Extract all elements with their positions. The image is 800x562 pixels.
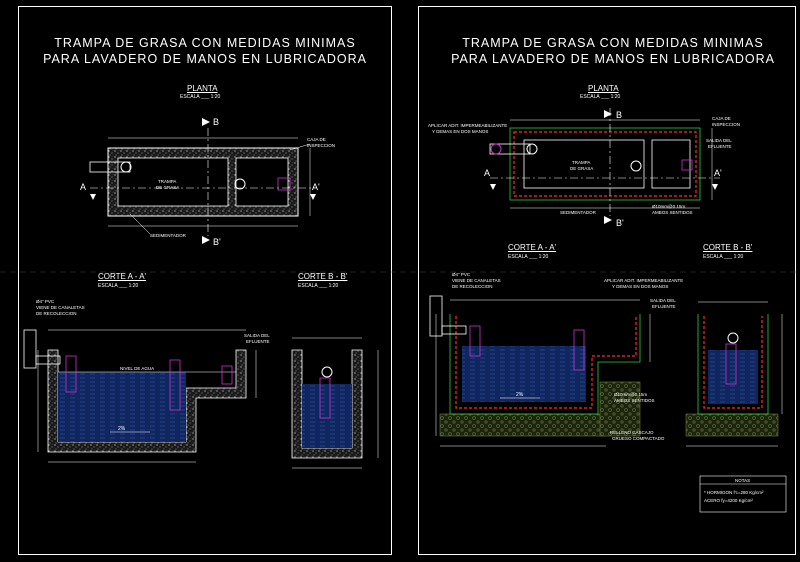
left-title-line1: TRAMPA DE GRASA CON MEDIDAS MINIMAS <box>54 36 356 50</box>
left-plan-mark-a-prime: A' <box>312 182 320 192</box>
right-section-a-note-pvc-1: Ø4" PVC <box>452 272 471 277</box>
left-section-a-note-slope: 2% <box>118 426 126 432</box>
right-section-imper-1: APLICAR ADIT. IMPERMEABILIZANTE <box>604 278 683 283</box>
right-plan-mark-b-prime: B' <box>616 218 624 228</box>
left-section-a-note-pvc-1: Ø4" PVC <box>36 299 55 304</box>
left-plan-note-sedimentador: SEDIMENTADOR <box>150 233 187 238</box>
right-section-a-view <box>429 295 651 447</box>
right-plan-note-sedimentador: SEDIMENTADOR <box>560 210 597 215</box>
right-plan-note-trampa-2: DE GRASA <box>570 166 593 171</box>
right-section-salida-1: SALIDA DEL <box>650 298 676 303</box>
right-section-a-scale: ESCALA ___ 1:20 <box>508 254 549 260</box>
right-section-a-note-pvc-2: VIENE DE CANALETAS <box>452 278 501 283</box>
left-section-a-scale: ESCALA ___ 1:20 <box>98 283 139 289</box>
right-section-a-note-relleno-1: RELLENO CASCAJO <box>610 430 654 435</box>
left-plan-note-caja-1: CAJA DE <box>307 137 326 142</box>
left-plan-note-trampa-2: DE GRASA <box>156 185 179 190</box>
right-plan-note-caja-1: CAJA DE <box>712 116 731 121</box>
right-plan-note-rebar-1: Ø10mm@0.15m <box>652 204 685 209</box>
right-sheet <box>418 6 796 555</box>
left-section-a-view <box>23 329 257 463</box>
left-section-a-note-pvc-2: VIENE DE CANALETAS <box>36 305 85 310</box>
right-section-a-label: CORTE A - A' <box>508 243 557 252</box>
left-plan-mark-a: A <box>80 182 86 192</box>
left-section-a-note-salida-2: EFLUENTE <box>246 339 270 344</box>
left-plan-note-trampa-1: TRAMPA <box>158 179 176 184</box>
left-section-a-note-nivel: NIVEL DE AGUA <box>120 366 154 371</box>
left-section-a-note-pvc-3: DE RECOLECCION <box>36 311 77 316</box>
right-plan-note-imper-1: APLICAR ADIT. IMPERMEABILIZANTE <box>428 123 507 128</box>
left-section-a-note-salida-1: SALIDA DEL <box>244 333 270 338</box>
right-section-a-note-slope: 2% <box>516 392 524 398</box>
right-plan-mark-a: A <box>484 168 490 178</box>
left-plan-mark-b-prime: B' <box>213 237 221 247</box>
left-sheet <box>18 6 392 555</box>
notes-line1: * HORMIGON f'c=280 Kg/cm² <box>704 490 764 495</box>
left-plan-mark-b: B <box>213 117 219 127</box>
right-title-line2: PARA LAVADERO DE MANOS EN LUBRICADORA <box>451 52 775 66</box>
left-title-line2: PARA LAVADERO DE MANOS EN LUBRICADORA <box>43 52 367 66</box>
left-plan-view <box>89 118 316 244</box>
left-section-b-label: CORTE B - B' <box>298 272 348 281</box>
left-plan-scale: ESCALA ___ 1:20 <box>180 94 221 100</box>
right-plan-mark-b: B <box>616 110 622 120</box>
right-section-a-note-rebar-2: AMBOS SENTIDOS <box>614 398 655 403</box>
right-section-a-note-relleno-2: GRUESO COMPACTADO <box>612 436 665 441</box>
right-plan-view <box>489 108 720 224</box>
right-section-a-note-pvc-3: DE RECOLECCION <box>452 284 493 289</box>
right-section-salida-2: EFLUENTE <box>652 304 676 309</box>
right-plan-note-caja-2: INSPECCION <box>712 122 740 127</box>
right-plan-scale: ESCALA ___ 1:20 <box>580 94 621 100</box>
right-section-b-scale: ESCALA ___ 1:20 <box>703 254 744 260</box>
left-plan-note-caja-2: INSPECCION <box>307 143 335 148</box>
right-plan-note-imper-2: Y DEMAS EN DOS MANOS <box>432 129 488 134</box>
notes-line2: ACERO fy=4200 Kg/cm² <box>704 498 753 503</box>
right-plan-note-salida-1: SALIDA DEL <box>706 138 732 143</box>
left-section-b-view <box>291 337 379 469</box>
right-section-imper-2: Y DEMAS EN DOS MANOS <box>612 284 668 289</box>
right-notes-box <box>699 475 787 513</box>
left-plan-label: PLANTA <box>187 84 218 93</box>
right-section-b-view <box>685 301 783 447</box>
right-plan-mark-a-prime: A' <box>714 168 722 178</box>
left-section-b-scale: ESCALA ___ 1:20 <box>298 283 339 289</box>
notes-header: NOTAS <box>735 478 750 483</box>
right-section-a-note-rebar-1: Ø10mm@0.15m <box>614 392 647 397</box>
right-plan-note-salida-2: EFLUENTE <box>708 144 732 149</box>
right-plan-note-rebar-2: AMBOS SENTIDOS <box>652 210 693 215</box>
right-plan-note-trampa-1: TRAMPA <box>572 160 590 165</box>
right-plan-label: PLANTA <box>588 84 619 93</box>
right-title-line1: TRAMPA DE GRASA CON MEDIDAS MINIMAS <box>462 36 764 50</box>
left-section-a-label: CORTE A - A' <box>98 272 147 281</box>
right-section-b-label: CORTE B - B' <box>703 243 753 252</box>
